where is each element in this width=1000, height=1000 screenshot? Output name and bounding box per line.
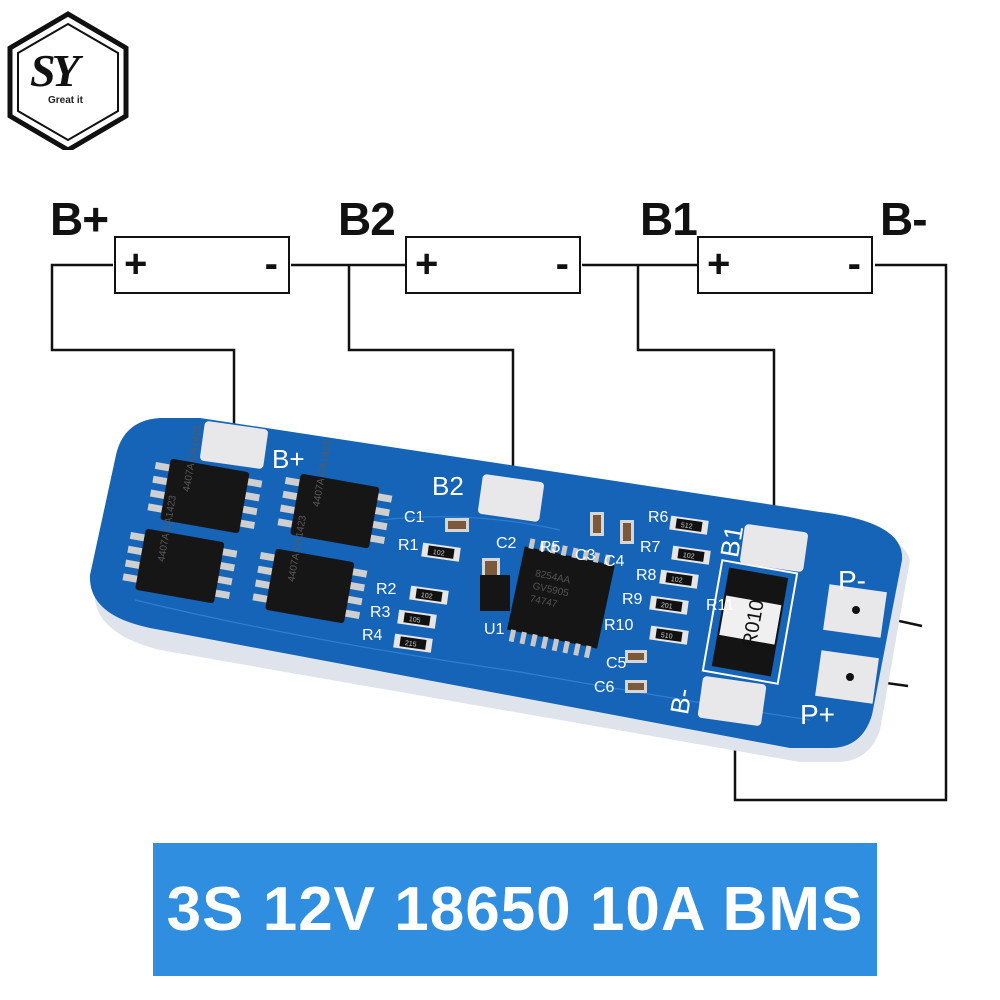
silk-b-plus: B+ — [272, 444, 305, 474]
resistor: 215 — [393, 633, 433, 653]
transistor-sot23 — [480, 575, 510, 611]
cell-minus-sign: - — [264, 242, 278, 286]
resistor: 512 — [669, 515, 709, 535]
svg-text:512: 512 — [680, 522, 693, 531]
ref-designator: C3 — [575, 547, 596, 564]
node-b1: B1 — [640, 193, 698, 245]
cell-minus-sign: - — [555, 242, 569, 286]
svg-text:215: 215 — [404, 640, 417, 649]
ref-designator: R11 — [706, 597, 734, 614]
pad-b2 — [478, 474, 544, 522]
resistor: 510 — [649, 625, 689, 645]
pad-p-plus — [815, 650, 879, 704]
ref-designator: C1 — [404, 509, 425, 526]
logo-letters: SY — [30, 45, 80, 96]
silk-b1: B1 — [714, 523, 749, 560]
resistor: 201 — [649, 595, 689, 615]
silk-b2: B2 — [432, 471, 464, 501]
capacitor — [590, 512, 604, 536]
ref-designator: R3 — [370, 604, 391, 621]
cell-plus-sign: + — [124, 242, 148, 286]
passive-components: 102 102 105 215 512 102 102 201 510 — [393, 512, 711, 693]
resistor: 102 — [659, 569, 699, 589]
capacitor — [445, 518, 469, 532]
cell-plus-sign: + — [707, 242, 731, 286]
resistor: 102 — [671, 545, 711, 565]
cell-plus-sign: + — [415, 242, 439, 286]
node-b-minus: B- — [880, 193, 928, 245]
ref-designator: C6 — [594, 679, 615, 696]
ref-designator: R1 — [398, 537, 419, 554]
pad-p-minus — [823, 584, 887, 638]
svg-text:105: 105 — [408, 616, 421, 625]
pad-b-plus — [200, 421, 268, 469]
capacitor — [625, 680, 647, 693]
svg-text:102: 102 — [682, 552, 695, 561]
svg-text:102: 102 — [420, 592, 433, 601]
ref-designator: R5 — [540, 539, 561, 556]
silk-b-minus: B- — [664, 686, 698, 717]
ref-designator: U1 — [484, 621, 505, 638]
ref-designator: R2 — [376, 581, 397, 598]
battery-cell-1: + - — [114, 236, 290, 294]
resistor: 105 — [397, 609, 437, 629]
pad-b-minus — [697, 676, 767, 726]
capacitor — [625, 650, 647, 663]
svg-text:102: 102 — [670, 576, 683, 585]
ref-designator: R10 — [604, 617, 633, 634]
ref-designator: C4 — [604, 553, 625, 570]
product-title-banner: 3S 12V 18650 10A BMS — [153, 843, 877, 976]
svg-text:510: 510 — [660, 632, 673, 641]
logo-tagline: Great it — [48, 95, 84, 106]
pad-b1 — [740, 524, 808, 572]
ref-designator: C2 — [496, 535, 517, 552]
svg-text:102: 102 — [432, 549, 445, 558]
ref-designator: R9 — [622, 591, 643, 608]
brand-logo — [7, 11, 129, 150]
node-b2: B2 — [338, 193, 396, 245]
resistor: 102 — [421, 542, 461, 562]
node-b-plus: B+ — [50, 193, 109, 245]
ref-designator: R6 — [648, 509, 669, 526]
cell-minus-sign: - — [847, 242, 861, 286]
mosfet-chip: 4407A CA1423 — [277, 439, 393, 548]
protection-ic: 8254AAGV590574747 — [507, 538, 615, 659]
capacitor — [620, 520, 634, 544]
ref-designator: R7 — [640, 539, 661, 556]
silk-p-plus: P+ — [800, 699, 835, 730]
battery-cell-2: + - — [405, 236, 581, 294]
ref-designator: C5 — [606, 655, 627, 672]
shunt-resistor: R010 — [701, 559, 799, 685]
silk-p-minus: P- — [838, 565, 866, 596]
ref-designator: R8 — [636, 567, 657, 584]
ref-designator: R4 — [362, 627, 383, 644]
svg-text:201: 201 — [660, 602, 673, 611]
battery-cell-3: + - — [697, 236, 873, 294]
resistor: 102 — [409, 585, 449, 605]
product-title: 3S 12V 18650 10A BMS — [166, 875, 864, 944]
